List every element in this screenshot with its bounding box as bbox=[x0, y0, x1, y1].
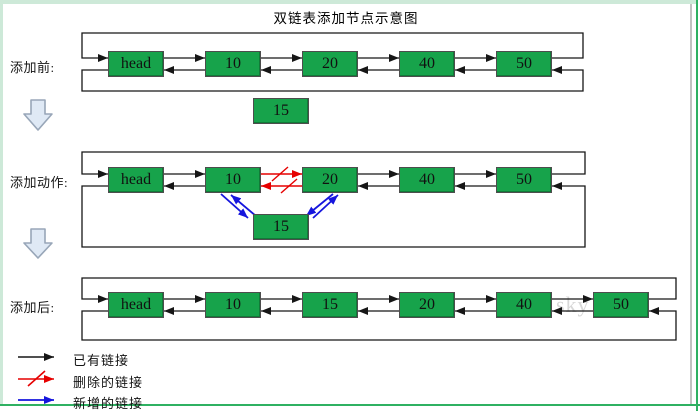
legend-delete-slash bbox=[27, 370, 46, 387]
after-node-50: 50 bbox=[593, 292, 649, 318]
after-node-10: 10 bbox=[205, 292, 261, 318]
row-label-action: 添加动作: bbox=[10, 175, 69, 190]
before-node-10: 10 bbox=[205, 51, 261, 77]
page-divider-right bbox=[690, 4, 692, 404]
page-border-right bbox=[696, 0, 698, 411]
wraparound-prev-link bbox=[81, 66, 584, 92]
wraparound-next-link bbox=[81, 151, 586, 178]
before-node-20: 20 bbox=[302, 51, 358, 77]
down-step-arrow-icon bbox=[23, 228, 53, 259]
page-border-bottom bbox=[0, 404, 700, 406]
page-border-top bbox=[0, 0, 696, 4]
wraparound-prev-link bbox=[81, 182, 586, 248]
before-node-50: 50 bbox=[496, 51, 552, 77]
action-node-50: 50 bbox=[496, 167, 552, 193]
legend-arrows bbox=[18, 353, 54, 404]
wraparound-next-link bbox=[81, 277, 677, 303]
row-label-before: 添加前: bbox=[10, 60, 55, 75]
action-node-15-inserting: 15 bbox=[253, 214, 309, 240]
action-node-10: 10 bbox=[205, 167, 261, 193]
new-link-15-to-10 bbox=[230, 194, 257, 217]
legend-label-deleted: 删除的链接 bbox=[73, 375, 144, 390]
down-step-arrow-icon bbox=[23, 99, 53, 131]
after-row-links bbox=[81, 277, 677, 341]
action-node-40: 40 bbox=[399, 167, 455, 193]
delete-slash bbox=[280, 178, 298, 194]
action-node-head: head bbox=[108, 167, 164, 193]
before-node-head: head bbox=[108, 51, 164, 77]
legend-label-new: 新增的链接 bbox=[73, 396, 144, 411]
new-link-10-to-15 bbox=[220, 193, 249, 219]
after-node-15: 15 bbox=[302, 292, 358, 318]
new-link-15-to-20 bbox=[312, 194, 339, 219]
row-label-after: 添加后: bbox=[10, 300, 55, 315]
before-node-40: 40 bbox=[399, 51, 455, 77]
after-node-head: head bbox=[108, 292, 164, 318]
diagram-title: 双链表添加节点示意图 bbox=[273, 11, 419, 26]
wraparound-next-link bbox=[81, 32, 584, 62]
after-node-40: 40 bbox=[496, 292, 552, 318]
delete-slash bbox=[271, 166, 289, 182]
page-border-left bbox=[0, 4, 3, 404]
wraparound-prev-link bbox=[81, 307, 677, 341]
legend-label-existing: 已有链接 bbox=[73, 353, 130, 368]
before-node-15-detached: 15 bbox=[253, 98, 309, 124]
after-node-20: 20 bbox=[399, 292, 455, 318]
action-node-20: 20 bbox=[302, 167, 358, 193]
before-row-links bbox=[81, 32, 584, 92]
action-row-links bbox=[81, 151, 586, 248]
